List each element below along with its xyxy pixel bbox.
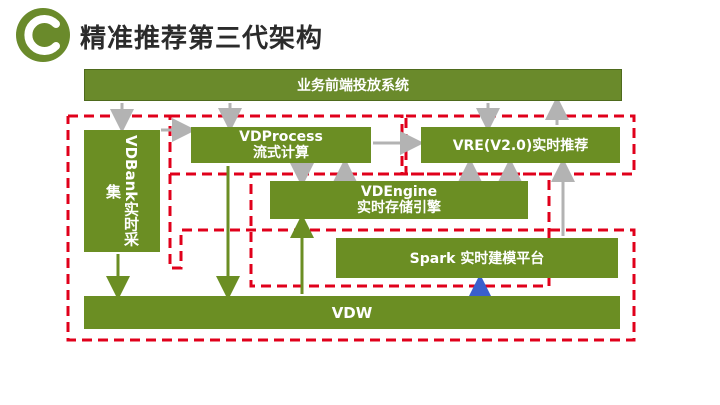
vdprocess-desc: 流式计算: [253, 145, 309, 161]
page-title: 精准推荐第三代架构: [80, 24, 324, 54]
vdengine-box: VDEngine 实时存储引擎: [270, 181, 528, 219]
vdw-box: VDW: [84, 296, 620, 329]
frontend-delivery-system: 业务前端投放系统: [84, 69, 622, 101]
engine-region: [249, 172, 551, 288]
vre-box: VRE(V2.0)实时推荐: [421, 127, 620, 163]
spark-box: Spark 实时建模平台: [336, 238, 618, 278]
vdbank-box: VDBank实时采集: [84, 130, 160, 252]
logo-icon: [16, 8, 70, 62]
vdbank-desc: 实时采集: [104, 183, 140, 247]
vdprocess-box: VDProcess 流式计算: [191, 127, 371, 163]
vdengine-desc: 实时存储引擎: [357, 200, 441, 216]
vdprocess-name: VDProcess: [239, 129, 323, 145]
vdbank-name: VDBank: [122, 135, 140, 202]
vdengine-name: VDEngine: [360, 184, 438, 200]
